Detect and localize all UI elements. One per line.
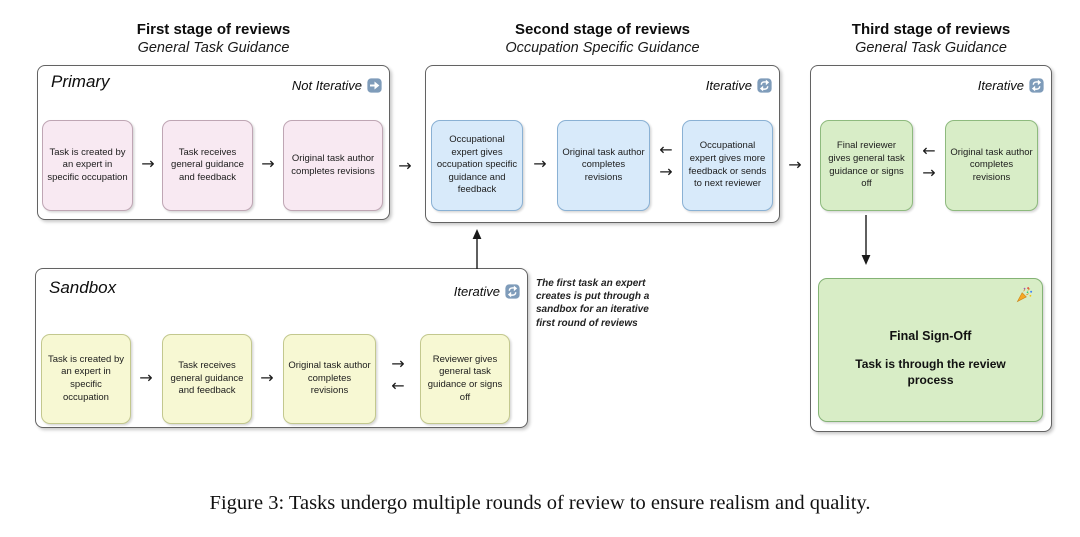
final-sign-off-body: Task is through the review process — [855, 357, 1006, 388]
task-box: Original task author completes revisions — [557, 120, 650, 211]
arrow-right-connector: → — [659, 162, 673, 181]
stage2-mode-row: Iterative — [706, 78, 772, 93]
task-box: Original task author completes revisions — [283, 120, 383, 211]
stage3-mode-row: Iterative — [978, 78, 1044, 93]
stage3-subtitle: General Task Guidance — [855, 40, 1007, 56]
task-box: Task is created by an expert in specific… — [41, 334, 131, 424]
arrow-left-connector: ← — [391, 376, 405, 395]
stage2-mode-label: Iterative — [705, 78, 752, 93]
sandbox-mode-label: Iterative — [453, 284, 500, 299]
arrow-right-connector: → — [260, 368, 274, 387]
arrow-left-connector: ← — [922, 141, 936, 160]
stage2-header: Second stage of reviews Occupation Speci… — [425, 21, 780, 56]
task-box: Original task author completes revisions — [283, 334, 376, 424]
arrow-right-connector: → — [788, 155, 802, 174]
arrow-right-connector: → — [261, 154, 275, 173]
arrow-right-connector: → — [139, 368, 153, 387]
stage1-subtitle: General Task Guidance — [137, 40, 290, 56]
stage2-subtitle: Occupation Specific Guidance — [505, 40, 700, 56]
arrow-right-connector: → — [922, 163, 936, 182]
repeat-icon — [1029, 78, 1044, 93]
task-box: Final reviewer gives general task guidan… — [820, 120, 913, 211]
primary-panel-label: Primary — [51, 72, 110, 91]
sandbox-panel-label: Sandbox — [49, 278, 117, 297]
primary-mode-row: Not Iterative — [292, 78, 382, 93]
task-box: Task is created by an expert in specific… — [42, 120, 133, 211]
stage1-title: First stage of reviews — [136, 21, 291, 38]
arrow-right-connector: → — [398, 156, 412, 175]
party-popper-icon — [1016, 287, 1033, 303]
stage1-header: First stage of reviews General Task Guid… — [37, 21, 390, 56]
figure-caption: Figure 3: Tasks undergo multiple rounds … — [209, 492, 871, 514]
sandbox-note: The first task an expert creates is put … — [536, 278, 650, 329]
stage2-title: Second stage of reviews — [514, 21, 691, 38]
task-box: Task receives general guidance and feedb… — [162, 334, 252, 424]
arrow-down-connector — [861, 215, 871, 265]
stage3-title: Third stage of reviews — [851, 21, 1011, 38]
task-box: Task receives general guidance and feedb… — [162, 120, 253, 211]
final-sign-off-title: Final Sign-Off — [889, 329, 972, 343]
arrow-right-connector: → — [141, 154, 155, 173]
repeat-icon — [757, 78, 772, 93]
task-box: Original task author completes revisions — [945, 120, 1038, 211]
arrow-right-icon — [367, 78, 382, 93]
task-box: Occupational expert gives occupation spe… — [431, 120, 523, 211]
repeat-icon — [505, 284, 520, 299]
arrow-right-connector: → — [533, 154, 547, 173]
arrow-right-connector: → — [391, 354, 405, 373]
sandbox-mode-row: Iterative — [454, 284, 520, 299]
task-box: Reviewer gives general task guidance or … — [420, 334, 510, 424]
stage3-mode-label: Iterative — [977, 78, 1024, 93]
final-sign-off-box: Final Sign-Off Task is through the revie… — [818, 278, 1043, 422]
primary-mode-label: Not Iterative — [291, 78, 362, 93]
arrow-left-connector: ← — [659, 140, 673, 159]
arrow-up-connector — [472, 229, 482, 269]
stage3-header: Third stage of reviews General Task Guid… — [810, 21, 1052, 56]
task-box: Occupational expert gives more feedback … — [682, 120, 773, 211]
